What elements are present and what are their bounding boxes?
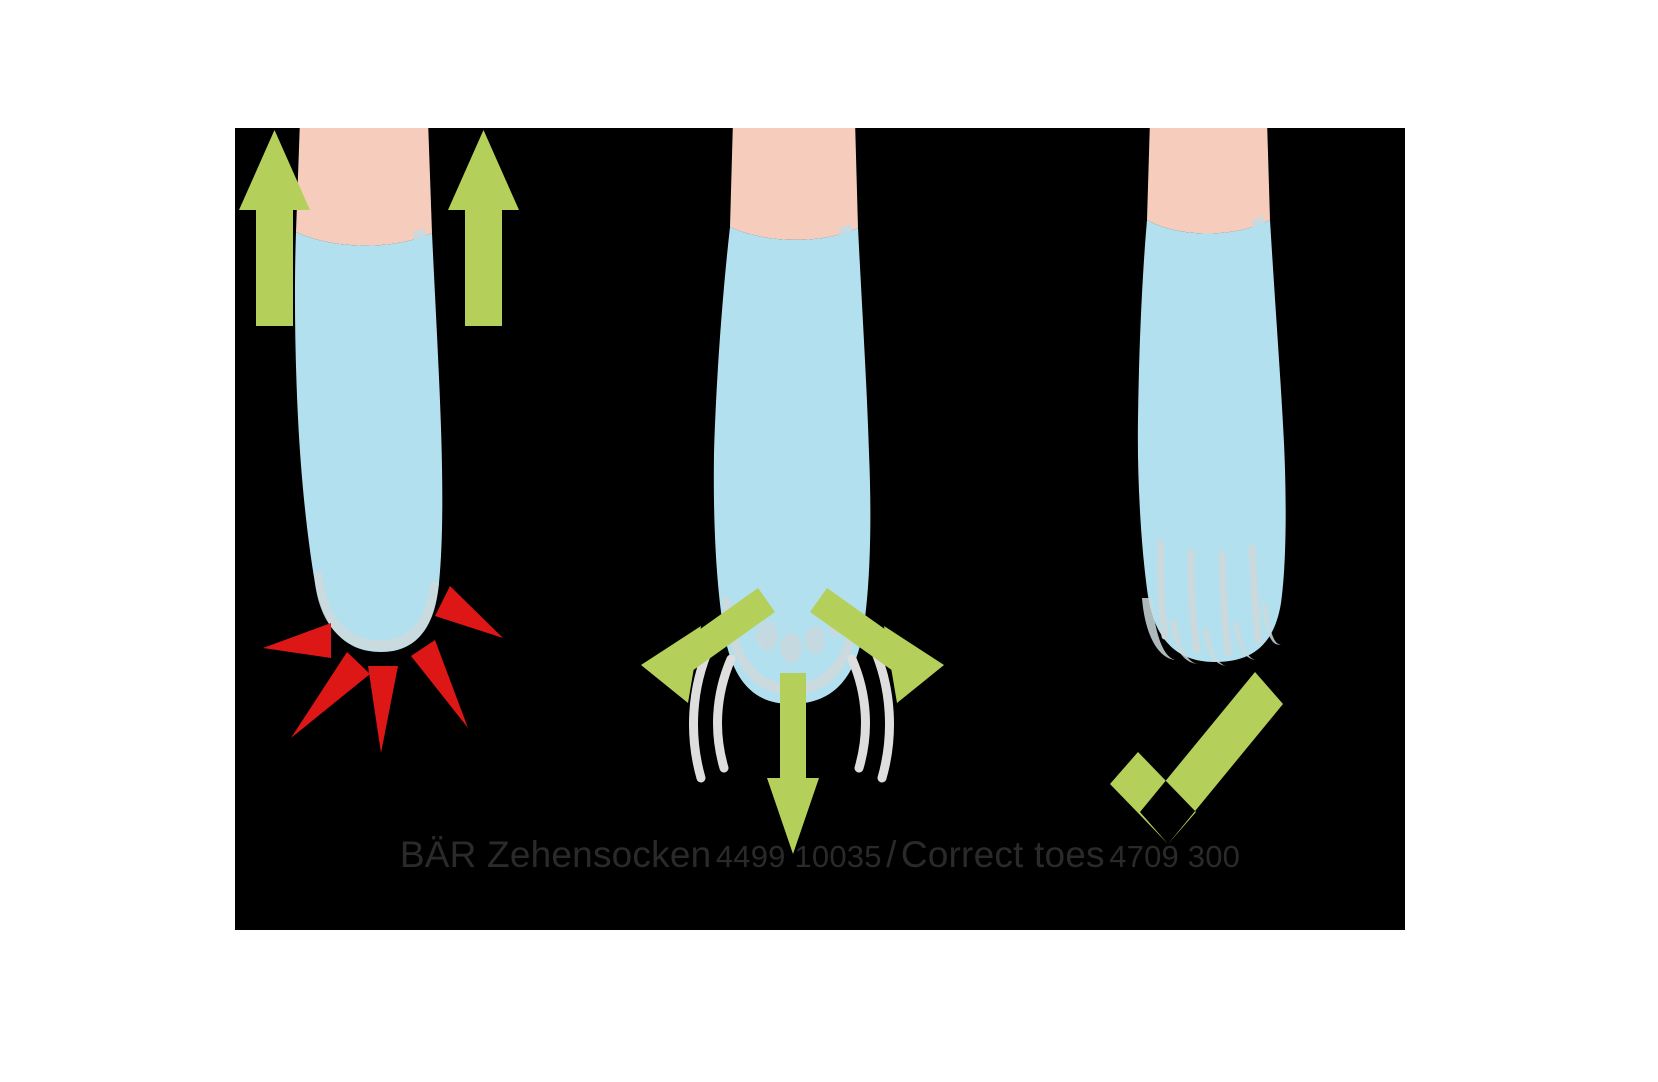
sock-toe-edge-left <box>314 572 439 651</box>
toe-line-2 <box>1187 548 1201 654</box>
sock-left <box>294 232 443 652</box>
pain-spike-1 <box>263 623 331 658</box>
illustration-svg <box>239 128 1286 854</box>
toe-line-3 <box>1218 551 1232 657</box>
down-arrow-middle <box>767 673 819 854</box>
pain-spike-4 <box>411 640 468 728</box>
leg-skin-left <box>296 128 432 246</box>
leg-skin-right <box>1147 128 1270 234</box>
up-arrow-right <box>448 130 519 326</box>
diagonal-arrow-right <box>810 588 944 703</box>
motion-arcs-right <box>847 641 894 783</box>
diagonal-arrow-left <box>641 588 775 703</box>
panel-middle-spreading-toes <box>641 128 944 854</box>
panel-left-compressed-toes <box>239 128 519 753</box>
pain-spike-5 <box>435 586 503 638</box>
toe-separation-lines <box>1157 539 1262 657</box>
panel-right-separated-toes <box>1110 128 1286 844</box>
toe-line-1 <box>1157 539 1169 640</box>
pain-spike-3 <box>368 666 398 753</box>
toe-tips-right <box>1142 598 1281 666</box>
up-arrow-left <box>239 130 310 326</box>
illustration-canvas <box>235 128 1405 930</box>
red-pain-spikes <box>263 586 503 753</box>
toe-line-4 <box>1248 544 1262 644</box>
sock-middle <box>713 227 871 704</box>
pain-spike-2 <box>291 652 370 738</box>
leg-skin-middle <box>730 128 858 240</box>
green-checkmark <box>1110 672 1283 844</box>
